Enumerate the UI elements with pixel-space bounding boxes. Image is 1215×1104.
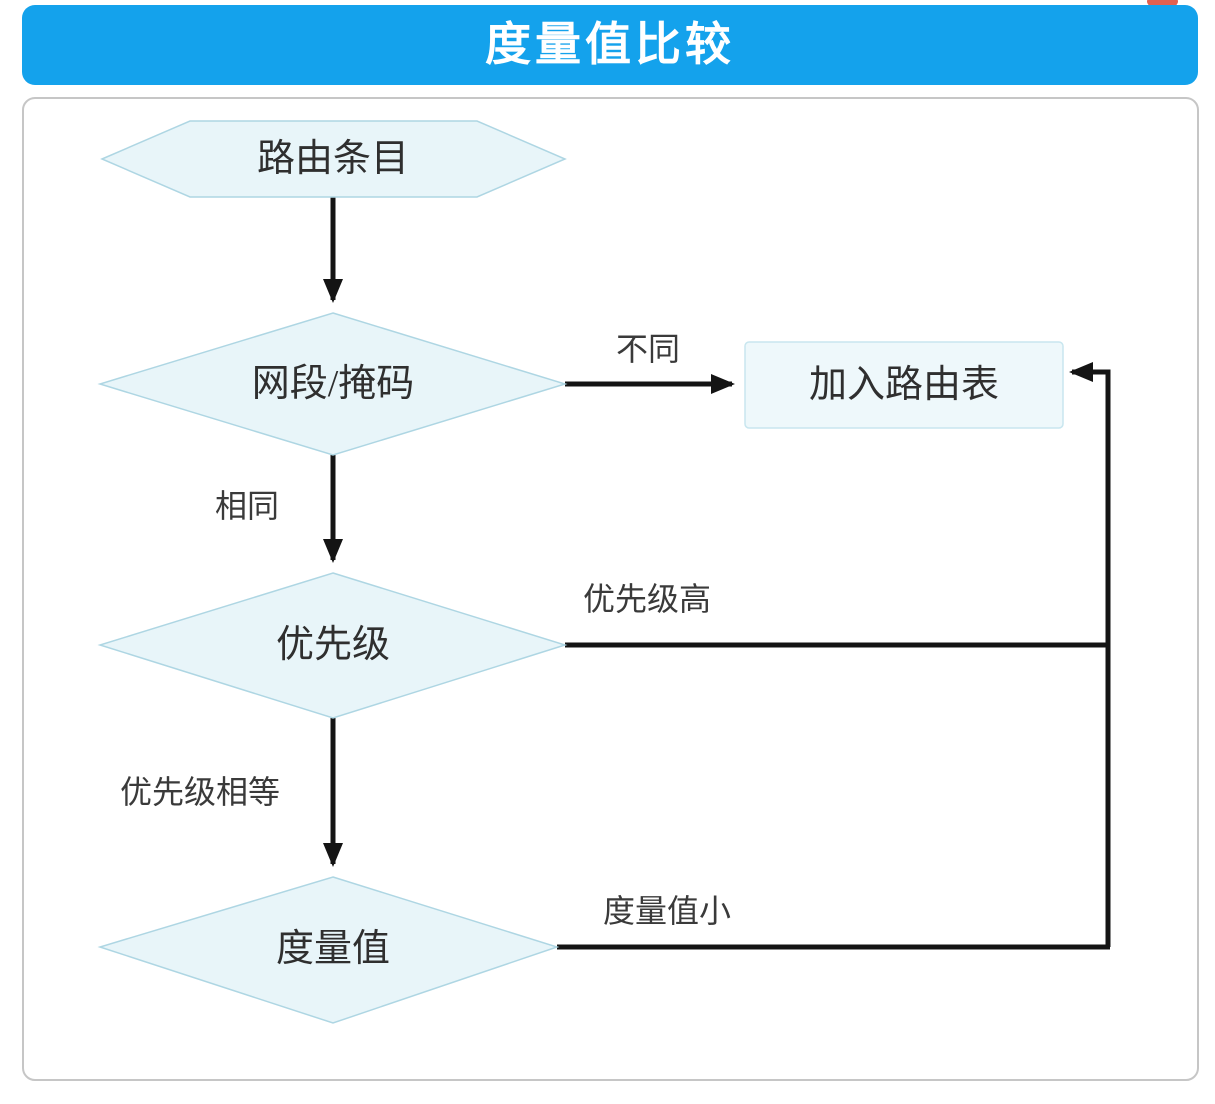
node-net-mask <box>97 312 568 456</box>
edge-label-priority-equal: 优先级相等 <box>120 774 280 810</box>
node-priority-label: 优先级 <box>276 624 390 666</box>
notification-badge <box>1147 0 1178 6</box>
page-title: 度量值比较 <box>485 19 735 70</box>
node-metric-label: 度量值 <box>276 928 390 970</box>
node-add-route-table-label: 加入路由表 <box>809 364 999 406</box>
edge-label-priority-high: 优先级高 <box>583 581 711 617</box>
edge-label-metric-small: 度量值小 <box>603 893 731 929</box>
node-priority <box>97 572 568 719</box>
edge-feedback-to-route-table <box>1069 362 1111 947</box>
edge-label-different: 不同 <box>616 331 680 367</box>
node-add-route-table <box>744 341 1064 429</box>
node-metric <box>97 876 560 1024</box>
node-net-mask-label: 网段/掩码 <box>252 363 415 405</box>
node-route-entry-label: 路由条目 <box>257 138 409 180</box>
edge-label-same: 相同 <box>215 488 279 524</box>
title-bar: 度量值比较 <box>22 5 1198 85</box>
node-route-entry <box>100 120 567 198</box>
